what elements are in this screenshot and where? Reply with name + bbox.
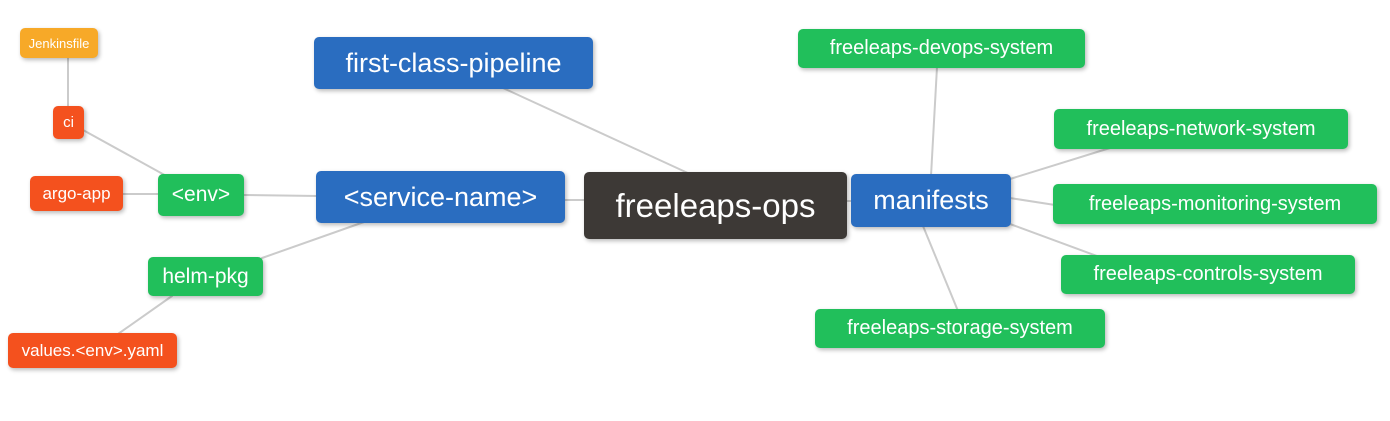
edge-manifests-storage <box>922 225 959 312</box>
node-service-name[interactable]: <service-name> <box>316 171 565 223</box>
node-freeleaps-ops-root[interactable]: freeleaps-ops <box>584 172 847 239</box>
node-freeleaps-devops-system[interactable]: freeleaps-devops-system <box>798 29 1085 68</box>
node-freeleaps-network-system[interactable]: freeleaps-network-system <box>1054 109 1348 149</box>
node-argo-app[interactable]: argo-app <box>30 176 123 211</box>
node-freeleaps-monitoring-system[interactable]: freeleaps-monitoring-system <box>1053 184 1377 224</box>
node-jenkinsfile[interactable]: Jenkinsfile <box>20 28 98 58</box>
node-ci[interactable]: ci <box>53 106 84 139</box>
node-helm-pkg[interactable]: helm-pkg <box>148 257 263 296</box>
edge-values-yaml-helm-pkg <box>117 295 173 335</box>
node-values-env-yaml[interactable]: values.<env>.yaml <box>8 333 177 368</box>
node-manifests[interactable]: manifests <box>851 174 1011 227</box>
edge-pipeline-ops <box>502 87 691 175</box>
edge-helm-pkg-service-name <box>261 221 365 259</box>
node-first-class-pipeline[interactable]: first-class-pipeline <box>314 37 593 89</box>
edge-manifests-controls <box>1009 223 1106 260</box>
edge-manifests-devops <box>930 66 938 177</box>
node-freeleaps-storage-system[interactable]: freeleaps-storage-system <box>815 309 1105 348</box>
node-env[interactable]: <env> <box>158 174 244 216</box>
edge-manifests-network <box>1009 147 1111 180</box>
edge-env-service-name <box>243 194 319 197</box>
edge-ci-env <box>82 129 171 179</box>
edge-manifests-monitoring <box>1009 197 1056 206</box>
node-freeleaps-controls-system[interactable]: freeleaps-controls-system <box>1061 255 1355 294</box>
